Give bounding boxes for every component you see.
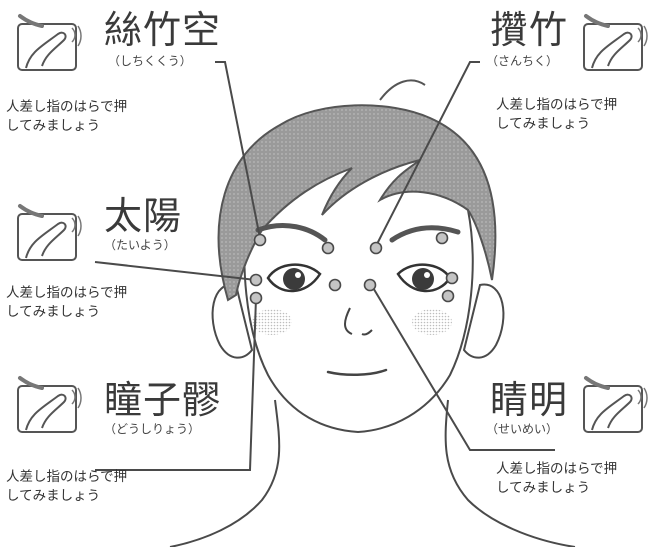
instruction-line-1: 人差し指のはらで押 <box>496 461 618 477</box>
instruction-line-2: してみましょう <box>6 118 101 134</box>
point-doshiryo-left <box>249 291 263 305</box>
finger-press-icon <box>17 376 82 433</box>
point-name: 攢竹 <box>490 8 569 52</box>
finger-press-icon <box>583 376 648 433</box>
point-extra <box>435 231 449 245</box>
point-seimei-left <box>328 278 342 292</box>
instruction-line-1: 人差し指のはらで押 <box>6 285 128 301</box>
finger-press-icon <box>17 14 82 71</box>
point-reading: （せいめい） <box>486 422 559 436</box>
point-name: 太陽 <box>104 194 183 238</box>
point-name: 瞳子髎 <box>104 378 222 422</box>
finger-press-icon <box>17 204 82 261</box>
hair-tuft <box>379 79 426 101</box>
instruction-line-2: してみましょう <box>496 480 591 496</box>
instruction-line-1: 人差し指のはらで押 <box>6 99 128 115</box>
point-shichikuku <box>253 233 267 247</box>
point-doshiryo-right <box>441 289 455 303</box>
mouth <box>326 368 388 376</box>
point-reading: （しちくくう） <box>108 54 192 68</box>
hair <box>217 104 497 302</box>
point-sanchiku-right <box>369 241 383 255</box>
point-seimei-right <box>363 278 377 292</box>
ears <box>211 283 505 359</box>
point-sanchiku-left <box>321 241 335 255</box>
eyebrows <box>255 222 461 243</box>
cheeks <box>252 309 452 335</box>
instruction-line-2: してみましょう <box>6 488 101 504</box>
finger-press-icon <box>583 14 648 71</box>
instruction-line-1: 人差し指のはらで押 <box>6 469 128 485</box>
leader-lines <box>94 61 555 471</box>
point-reading: （たいよう） <box>104 238 176 252</box>
point-taiyo-left <box>249 273 263 287</box>
point-name: 絲竹空 <box>104 8 222 52</box>
instruction-line-1: 人差し指のはらで押 <box>496 97 618 113</box>
point-taiyo-right <box>445 271 459 285</box>
point-reading: （どうしりょう） <box>104 422 201 436</box>
eyes <box>266 263 452 293</box>
neck <box>169 399 576 547</box>
point-reading: （さんちく） <box>486 54 559 68</box>
instruction-line-2: してみましょう <box>496 116 591 132</box>
nose <box>344 307 373 336</box>
instruction-line-2: してみましょう <box>6 304 101 320</box>
pressure-points <box>249 231 459 305</box>
point-name: 睛明 <box>490 378 569 422</box>
